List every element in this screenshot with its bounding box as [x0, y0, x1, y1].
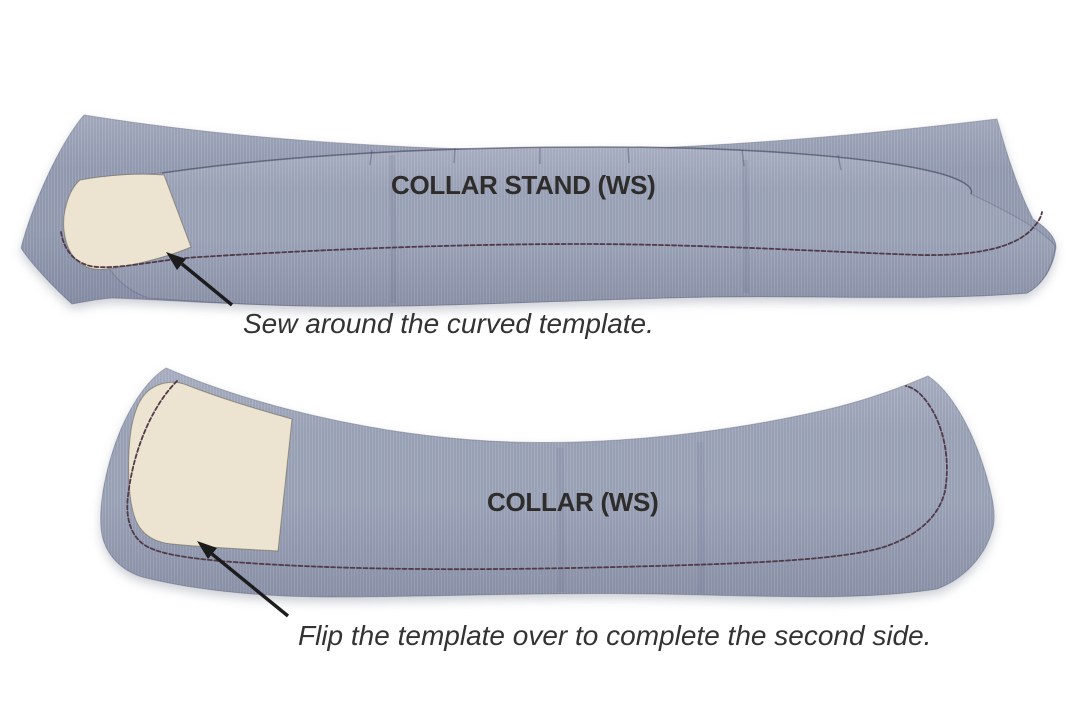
arrow-line: [210, 552, 290, 618]
arrow-head-icon: [197, 541, 217, 559]
collar-stand-caption: Sew around the curved template.: [243, 308, 654, 339]
collar-stand-top-seam: [161, 146, 973, 195]
arrow-to-collar-template: [197, 541, 290, 618]
collar-stand-label: COLLAR STAND (WS): [391, 170, 656, 200]
collar-stand-gather-marks: [369, 147, 842, 171]
arrow-to-stand-template: [166, 252, 234, 307]
collar-stitching: [126, 380, 948, 571]
collar-stand-stitching: [60, 211, 1043, 269]
collar-stand-photo: [20, 114, 1057, 307]
collar-photo: [100, 367, 995, 598]
collar-stand-creases: [389, 154, 750, 304]
collar-creases: [556, 441, 705, 594]
collar-label: COLLAR (WS): [487, 487, 659, 517]
arrow-head-icon: [166, 252, 186, 270]
collar-caption: Flip the template over to complete the s…: [298, 620, 932, 651]
arrow-line: [180, 262, 234, 307]
